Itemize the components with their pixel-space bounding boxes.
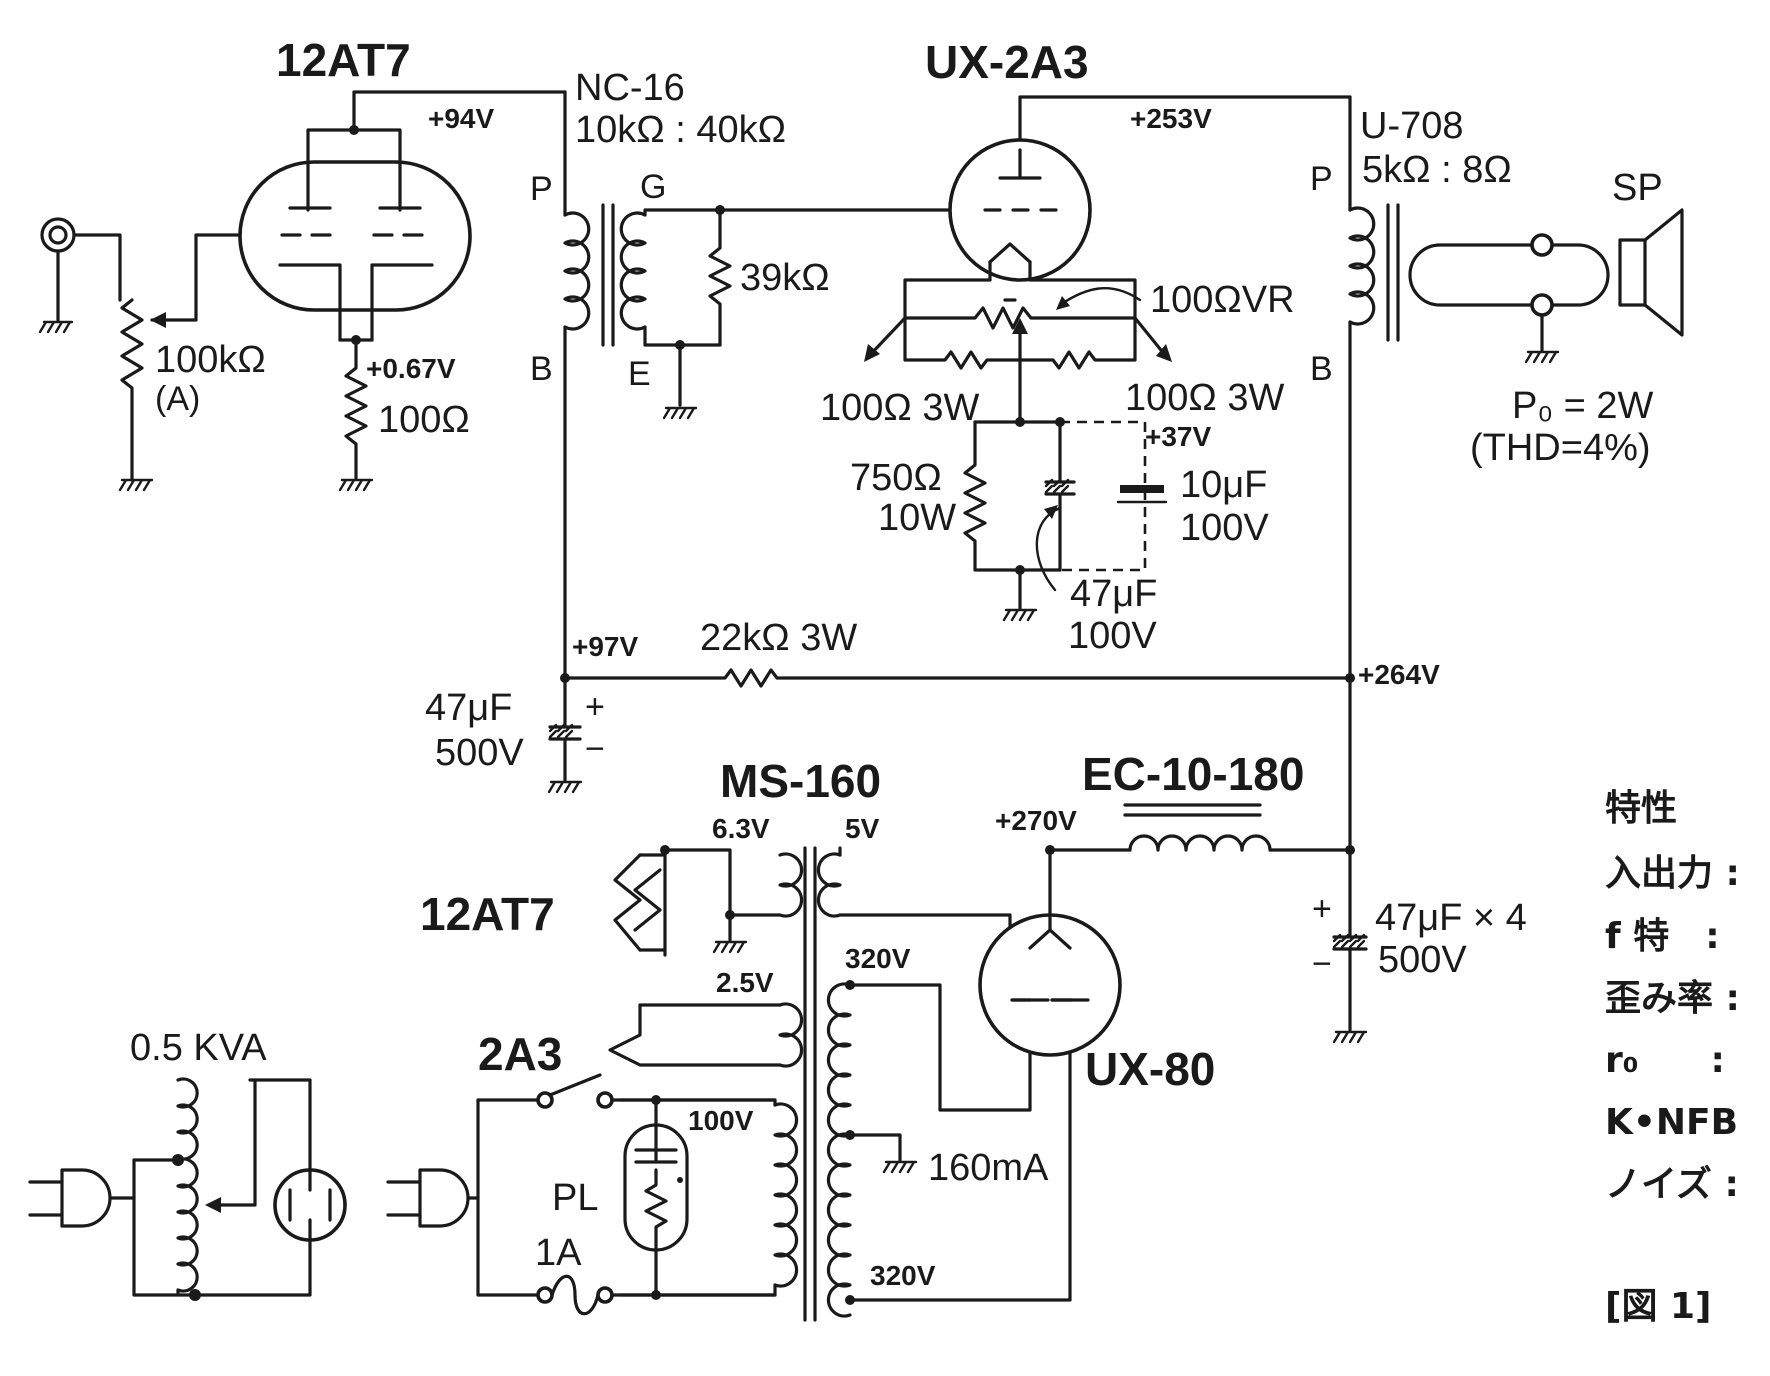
- interstage-pin-p: P: [530, 170, 553, 208]
- hv-top-voltage: 320V: [845, 943, 911, 974]
- output-transformer-ratio: 5kΩ : 8Ω: [1362, 149, 1512, 191]
- output-tube-2a3: UX-2A3 +253V: [718, 36, 1352, 320]
- interstage-transformer: NC-16 10kΩ : 40kΩ P B G E 39kΩ: [530, 67, 830, 680]
- volume-pot-taper: (A): [155, 380, 200, 418]
- specs-panel: 特性 入出力 : f 特 : 歪み率 : r₀ : K•NFB ノイズ : [図…: [1605, 788, 1740, 1327]
- bypass-cap-value: 10μF: [1180, 464, 1267, 506]
- bplus-voltage: +264V: [1358, 659, 1440, 690]
- heater-b-tube: 2A3: [478, 1028, 562, 1080]
- output-plate-voltage: +253V: [1130, 103, 1212, 134]
- hum-balance-network: 100ΩVR 100Ω 3W 100Ω 3W: [820, 279, 1295, 429]
- interstage-model: NC-16: [575, 67, 685, 109]
- output-transformer-pin-p: P: [1310, 160, 1333, 198]
- output-tube-label: UX-2A3: [925, 36, 1089, 88]
- decoupling-cap-plus: +: [585, 688, 605, 726]
- choke-label: EC-10-180: [1082, 748, 1304, 800]
- hv-current: 160mA: [928, 1147, 1049, 1189]
- spec-row-noise: ノイズ :: [1605, 1163, 1739, 1205]
- output-cathode-network: +37V 750Ω 10W 10μF 100V 47μF 100V: [850, 417, 1269, 657]
- decoupling-resistor-value: 22kΩ 3W: [700, 617, 857, 659]
- rectifier-tube-ux80: UX-80 +270V: [978, 805, 1215, 1095]
- variac: 0.5 KVA: [28, 1027, 347, 1301]
- output-transformer-pin-b: B: [1310, 350, 1333, 388]
- output-cathode-resistor-value: 750Ω: [850, 457, 942, 499]
- decoupling-voltage: +97V: [572, 631, 638, 662]
- heater-a-voltage: 6.3V: [712, 813, 770, 844]
- fuse-label: 1A: [535, 1232, 582, 1274]
- spec-row-nfb: K•NFB: [1605, 1102, 1738, 1143]
- spec-row-ro: r₀ :: [1605, 1040, 1725, 1081]
- variac-label: 0.5 KVA: [130, 1027, 267, 1069]
- interstage-pin-g: G: [640, 168, 666, 206]
- figure-label: [図 1]: [1605, 1286, 1712, 1327]
- hum-balance-label: 100ΩVR: [1150, 279, 1295, 321]
- specs-heading: 特性: [1605, 788, 1677, 829]
- filter-capacitor: + − 47μF × 4 500V: [1312, 848, 1527, 1044]
- power-output: P₀ = 2W: [1512, 385, 1654, 427]
- output-cathode-voltage: +37V: [1145, 421, 1211, 452]
- heater-b-voltage: 2.5V: [716, 967, 774, 998]
- output-cathode-resistor-power: 10W: [878, 497, 956, 539]
- heater-a-tube: 12AT7: [420, 888, 555, 940]
- speaker-label: SP: [1612, 167, 1663, 209]
- spec-row-io: 入出力 :: [1605, 853, 1740, 894]
- decoupling-cap-minus: −: [585, 730, 605, 768]
- input-jack: [38, 217, 122, 334]
- filter-cap-value: 47μF × 4: [1375, 897, 1527, 939]
- power-transformer-label: MS-160: [720, 755, 881, 807]
- decoupling-cap-voltage: 500V: [435, 732, 524, 774]
- rectifier-tube-label: UX-80: [1085, 1043, 1215, 1095]
- bypass-cap-voltage: 100V: [1180, 507, 1269, 549]
- rect-heater-voltage: 5V: [845, 813, 880, 844]
- input-cathode-resistor-value: 100Ω: [378, 399, 470, 441]
- decoupling-cap-value: 47μF: [425, 687, 512, 729]
- input-cathode-resistor: +0.67V 100Ω: [338, 338, 470, 492]
- input-cathode-voltage: +0.67V: [366, 353, 456, 384]
- volume-pot-value: 100kΩ: [155, 339, 266, 381]
- interstage-ratio: 10kΩ : 40kΩ: [575, 109, 786, 151]
- filter-cap-minus: −: [1312, 945, 1332, 983]
- output-transformer-model: U-708: [1360, 105, 1464, 147]
- balance-resistor-left: 100Ω 3W: [820, 387, 980, 429]
- grid-resistor-value: 39kΩ: [740, 257, 830, 299]
- interstage-pin-e: E: [628, 355, 651, 393]
- primary-circuit: PL 1A: [386, 1073, 777, 1316]
- hv-bottom-voltage: 320V: [870, 1260, 936, 1291]
- input-plate-voltage: +94V: [428, 103, 494, 134]
- primary-voltage: 100V: [688, 1105, 754, 1136]
- pilot-lamp-label: PL: [552, 1177, 598, 1219]
- bypass-cap2-value: 47μF: [1070, 573, 1157, 615]
- balance-resistor-right: 100Ω 3W: [1125, 377, 1285, 419]
- filter-cap-plus: +: [1312, 890, 1332, 928]
- rectifier-output-voltage: +270V: [995, 805, 1077, 836]
- volume-pot: 100kΩ (A): [118, 233, 266, 492]
- power-transformer-ms160: MS-160 6.3V 12AT7 2.5V 2A3 5V 320V 320V …: [420, 755, 1072, 1322]
- input-tube-label: 12AT7: [276, 34, 411, 86]
- filter-cap-voltage: 500V: [1378, 939, 1467, 981]
- interstage-pin-b: B: [530, 350, 553, 388]
- thd-value: (THD=4%): [1470, 427, 1651, 469]
- input-tube-12at7: 12AT7 +94V: [238, 34, 567, 345]
- output-transformer: U-708 5kΩ : 8Ω P B SP P₀ = 2W (THD=4%): [1310, 95, 1684, 852]
- spec-row-distortion: 歪み率 :: [1605, 978, 1740, 1019]
- bypass-cap2-voltage: 100V: [1068, 615, 1157, 657]
- decoupling-network: +97V 22kΩ 3W 47μF 500V + − +264V: [425, 617, 1440, 794]
- filter-choke: EC-10-180: [1045, 748, 1355, 855]
- spec-row-freq: f 特 :: [1605, 916, 1720, 957]
